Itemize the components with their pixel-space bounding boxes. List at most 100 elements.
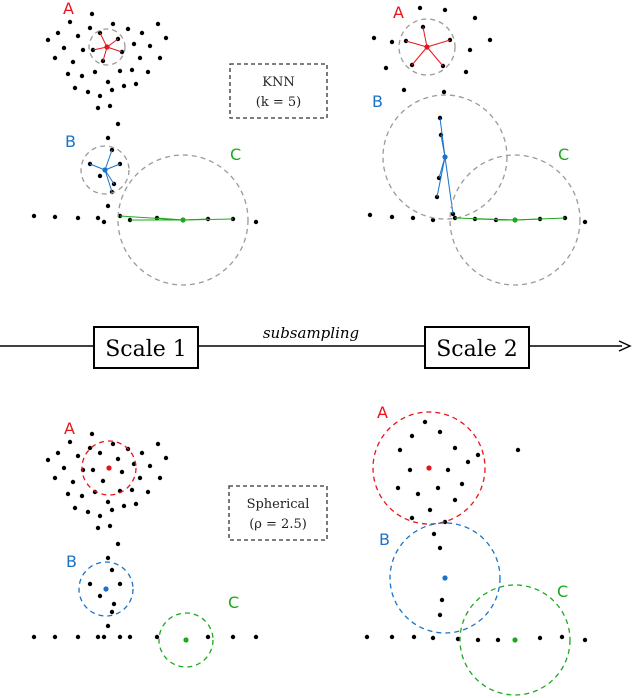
label-a-knn-scale1: A (63, 0, 74, 18)
point (95, 215, 101, 221)
point (75, 215, 81, 221)
point (52, 634, 58, 640)
spherical-neighborhood-b-scale1 (78, 561, 134, 617)
point (145, 489, 151, 495)
point (439, 597, 445, 603)
point (119, 469, 125, 475)
point (422, 419, 428, 425)
point (129, 67, 135, 73)
point (105, 203, 111, 209)
point (115, 541, 121, 547)
point (67, 19, 73, 25)
point (65, 491, 71, 497)
point (75, 33, 81, 39)
point (85, 89, 91, 95)
point (155, 21, 161, 27)
scale1-label: Scale 1 (105, 337, 187, 362)
point (431, 531, 437, 537)
point (52, 475, 58, 481)
spherical-query-point-c-scale1 (183, 637, 189, 643)
knn-box-title: KNN (262, 75, 294, 90)
spherical-neighborhood-b-scale2 (389, 522, 501, 634)
point (163, 35, 169, 41)
subsampling-label: subsampling (263, 324, 359, 342)
point (582, 637, 588, 643)
label-c-spherical-scale2: C (557, 582, 568, 601)
point (475, 452, 481, 458)
point (110, 21, 116, 27)
point (87, 581, 93, 587)
point (92, 69, 98, 75)
knn-box-parameter: (k = 5) (256, 95, 301, 110)
point (427, 507, 433, 513)
point (442, 519, 448, 525)
point (105, 135, 111, 141)
knn-edges-c-scale2 (454, 217, 566, 221)
label-b-spherical-scale1: B (66, 552, 77, 571)
point (72, 85, 78, 91)
knn-query-point-a-scale1 (104, 44, 110, 50)
point (105, 623, 111, 629)
point (105, 555, 111, 561)
knn-neighborhood-a-scale1 (88, 28, 126, 66)
point (397, 447, 403, 453)
point (100, 478, 106, 484)
point (61, 465, 67, 471)
point (475, 637, 481, 643)
point (389, 634, 395, 640)
point (417, 5, 423, 11)
point (90, 467, 96, 473)
spherical-neighborhood-a-scale1 (81, 440, 137, 496)
point (463, 69, 469, 75)
point (437, 429, 443, 435)
knn-neighborhood-b-scale1 (80, 145, 130, 195)
point (465, 459, 471, 465)
point (430, 635, 436, 641)
point (445, 467, 451, 473)
point (117, 68, 123, 74)
point (31, 634, 37, 640)
knn-query-point-b-scale1 (102, 167, 108, 173)
point (205, 634, 211, 640)
knn-edges-b-scale2 (436, 117, 454, 215)
point (109, 609, 115, 615)
point (129, 487, 135, 493)
point (109, 507, 115, 513)
point (97, 450, 103, 456)
point (61, 45, 67, 51)
point (383, 65, 389, 71)
point (137, 55, 143, 61)
point (127, 634, 133, 640)
point (459, 481, 465, 487)
point (52, 214, 58, 220)
spherical-query-point-c-scale2 (512, 637, 518, 643)
point (455, 636, 461, 642)
point-cloud-spherical-scale1 (31, 431, 259, 643)
point (395, 485, 401, 491)
spherical-query-point-a-scale1 (106, 465, 112, 471)
label-a-spherical-scale1: A (64, 419, 75, 438)
knn-query-point-c-scale2 (512, 217, 518, 223)
point (131, 41, 137, 47)
point (139, 450, 145, 456)
knn-neighborhood-b-scale2 (382, 94, 508, 220)
point (137, 475, 143, 481)
point (97, 173, 103, 179)
point (95, 525, 101, 531)
point (452, 445, 458, 451)
knn-parameter-box: KNN (k = 5) (229, 63, 328, 119)
point (70, 59, 76, 65)
point (75, 453, 81, 459)
point (407, 467, 413, 473)
point (115, 121, 121, 127)
point (97, 513, 103, 519)
knn-query-point-a-scale2 (424, 44, 430, 50)
knn-neighborhood-c-scale1 (117, 154, 249, 286)
point (409, 515, 415, 521)
point (101, 634, 107, 640)
point (55, 30, 61, 36)
point (367, 212, 373, 218)
point (437, 545, 443, 551)
knn-edges-b-scale1 (89, 149, 121, 193)
